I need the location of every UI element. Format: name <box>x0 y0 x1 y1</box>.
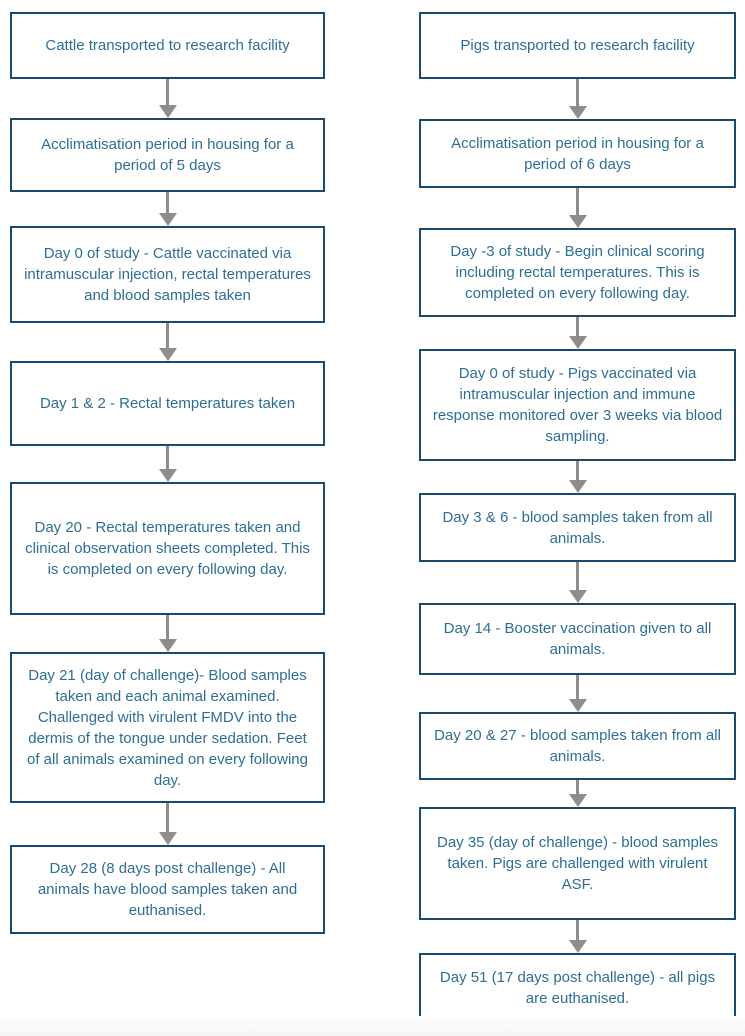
arrow-head <box>158 832 177 845</box>
arrow-head <box>158 348 177 361</box>
arrow-shaft <box>166 803 169 832</box>
arrow-down-icon <box>157 803 178 845</box>
pig-step-day14-label: Day 14 - Booster vaccination given to al… <box>443 620 712 658</box>
arrow-head <box>568 480 587 493</box>
arrow-shaft <box>576 780 579 794</box>
arrow-shaft <box>166 615 169 639</box>
arrow-head <box>568 106 587 119</box>
pig-step-day51-box: Day 51 (17 days post challenge) - all pi… <box>419 953 736 1023</box>
pig-step-day35-label: Day 35 (day of challenge) - blood sample… <box>437 834 718 893</box>
pig-step-day-minus3-box: Day -3 of study - Begin clinical scoring… <box>419 228 736 317</box>
arrow-down-icon <box>567 780 588 807</box>
cattle-step-acclimatisation-label: Acclimatisation period in housing for a … <box>41 136 294 174</box>
arrow-shaft <box>166 446 169 469</box>
pig-step-day-minus3-label: Day -3 of study - Begin clinical scoring… <box>450 243 705 302</box>
arrow-down-icon <box>157 615 178 652</box>
cattle-step-day0-box: Day 0 of study - Cattle vaccinated via i… <box>10 226 325 323</box>
arrow-head <box>568 590 587 603</box>
pig-step-transport-label: Pigs transported to research facility <box>460 37 695 54</box>
pig-step-day3-6-box: Day 3 & 6 - blood samples taken from all… <box>419 493 736 562</box>
arrow-head <box>568 794 587 807</box>
arrow-shaft <box>576 188 579 215</box>
arrow-head <box>568 215 587 228</box>
arrow-shaft <box>576 562 579 590</box>
cattle-step-day28-box: Day 28 (8 days post challenge) - All ani… <box>10 845 325 934</box>
arrow-head <box>158 469 177 482</box>
arrow-head <box>158 639 177 652</box>
cattle-step-day0-label: Day 0 of study - Cattle vaccinated via i… <box>24 245 311 304</box>
cattle-step-day1-2-box: Day 1 & 2 - Rectal temperatures taken <box>10 361 325 446</box>
arrow-down-icon <box>567 920 588 953</box>
cattle-step-day28-label: Day 28 (8 days post challenge) - All ani… <box>37 860 298 919</box>
arrow-shaft <box>166 79 169 105</box>
cattle-step-day20-box: Day 20 - Rectal temperatures taken and c… <box>10 482 325 615</box>
pig-step-day0-box: Day 0 of study - Pigs vaccinated via int… <box>419 349 736 461</box>
arrow-head <box>568 940 587 953</box>
cattle-step-transport-box: Cattle transported to research facility <box>10 12 325 79</box>
arrow-head <box>568 336 587 349</box>
arrow-down-icon <box>567 188 588 228</box>
arrow-head <box>158 213 177 226</box>
footer-strip <box>0 1016 745 1036</box>
arrow-down-icon <box>157 323 178 361</box>
pig-step-day35-box: Day 35 (day of challenge) - blood sample… <box>419 807 736 920</box>
arrow-shaft <box>576 79 579 106</box>
arrow-shaft <box>576 675 579 699</box>
pig-step-acclimatisation-label: Acclimatisation period in housing for a … <box>451 134 704 173</box>
pig-step-day20-27-label: Day 20 & 27 - blood samples taken from a… <box>434 727 721 765</box>
pig-step-acclimatisation-box: Acclimatisation period in housing for a … <box>419 119 736 188</box>
pig-step-day0-label: Day 0 of study - Pigs vaccinated via int… <box>432 365 723 445</box>
arrow-down-icon <box>567 675 588 712</box>
cattle-step-day1-2-label: Day 1 & 2 - Rectal temperatures taken <box>39 395 296 412</box>
cattle-step-day21-label: Day 21 (day of challenge)- Blood samples… <box>27 666 308 789</box>
pig-step-day3-6-label: Day 3 & 6 - blood samples taken from all… <box>442 508 713 547</box>
arrow-down-icon <box>567 79 588 119</box>
arrow-shaft <box>166 323 169 348</box>
arrow-down-icon <box>157 79 178 118</box>
cattle-step-transport-label: Cattle transported to research facility <box>45 37 290 54</box>
arrow-down-icon <box>567 461 588 493</box>
arrow-shaft <box>576 920 579 940</box>
arrow-down-icon <box>567 317 588 349</box>
cattle-step-acclimatisation-box: Acclimatisation period in housing for a … <box>10 118 325 192</box>
arrow-head <box>568 699 587 712</box>
arrow-down-icon <box>157 446 178 482</box>
arrow-head <box>158 105 177 118</box>
arrow-shaft <box>166 192 169 213</box>
cattle-step-day20-label: Day 20 - Rectal temperatures taken and c… <box>25 519 310 578</box>
arrow-down-icon <box>157 192 178 226</box>
cattle-step-day21-box: Day 21 (day of challenge)- Blood samples… <box>10 652 325 803</box>
arrow-down-icon <box>567 562 588 603</box>
pig-step-day14-box: Day 14 - Booster vaccination given to al… <box>419 603 736 675</box>
pig-step-transport-box: Pigs transported to research facility <box>419 12 736 79</box>
pig-step-day51-label: Day 51 (17 days post challenge) - all pi… <box>439 969 716 1007</box>
arrow-shaft <box>576 317 579 336</box>
arrow-shaft <box>576 461 579 480</box>
pig-step-day20-27-box: Day 20 & 27 - blood samples taken from a… <box>419 712 736 780</box>
